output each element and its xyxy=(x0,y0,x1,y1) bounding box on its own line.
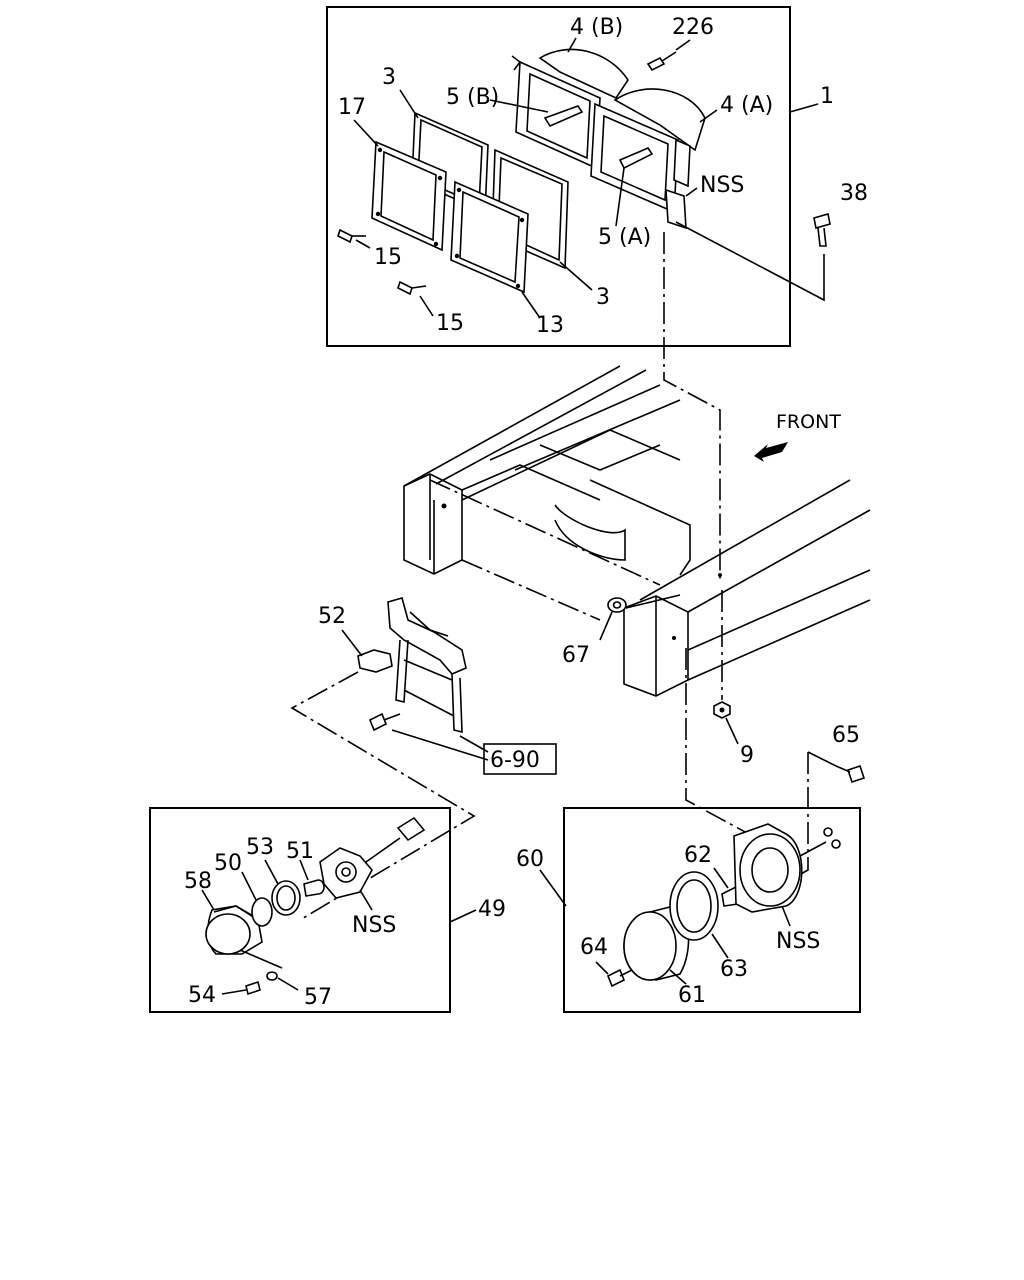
label-65: 65 xyxy=(832,723,860,748)
bracket-assembly xyxy=(341,597,489,761)
label-57: 57 xyxy=(304,985,332,1010)
headlamp-housing-b xyxy=(511,48,629,170)
label-5a: 5 (A) xyxy=(598,225,651,250)
nut-9 xyxy=(713,590,739,745)
screw-15-lower xyxy=(397,280,427,296)
bezel-13 xyxy=(450,180,529,294)
label-5b: 5 (B) xyxy=(446,85,499,110)
label-58: 58 xyxy=(184,869,212,894)
screw-54 xyxy=(221,980,261,996)
turn-lamp-gasket-63 xyxy=(669,871,719,941)
label-226: 226 xyxy=(672,15,714,40)
label-3-lower: 3 xyxy=(596,285,610,310)
label-15-upper: 15 xyxy=(374,245,402,270)
label-front: FRONT xyxy=(776,411,841,433)
label-13: 13 xyxy=(536,313,564,338)
turn-lamp-box xyxy=(539,807,861,1013)
label-49: 49 xyxy=(478,897,506,922)
callout-labels: 1 3 3 4 (A) 4 (B) 5 (A) 5 (B) 9 13 15 15… xyxy=(184,15,868,1010)
front-arrow-icon xyxy=(754,442,788,462)
side-lamp-socket xyxy=(319,816,426,899)
screw-15-upper xyxy=(337,228,366,244)
label-17: 17 xyxy=(338,95,366,120)
headlamp-assembly-box xyxy=(326,6,819,347)
reference-box-6-90 xyxy=(483,743,557,775)
chassis-frame xyxy=(403,365,871,697)
bezel-17 xyxy=(371,140,447,252)
label-9: 9 xyxy=(740,743,754,768)
label-54: 54 xyxy=(188,983,216,1008)
bolt-38 xyxy=(675,212,831,302)
guide-line-side-lamp xyxy=(290,671,476,921)
label-nss-turn-lamp: NSS xyxy=(776,929,820,954)
turn-lamp-housing xyxy=(733,823,841,913)
headlamp-housing-a xyxy=(590,88,706,230)
label-67: 67 xyxy=(562,643,590,668)
label-6-90: 6-90 xyxy=(490,748,540,773)
label-4a: 4 (A) xyxy=(720,93,773,118)
guide-line-headlamp xyxy=(663,232,721,580)
side-lamp-gasket-53 xyxy=(271,880,301,916)
label-3-upper: 3 xyxy=(382,65,396,90)
guide-line-turn-lamp xyxy=(685,648,761,841)
label-50: 50 xyxy=(214,851,242,876)
label-nss-side-lamp: NSS xyxy=(352,913,396,938)
side-lamp-lens-58 xyxy=(205,905,263,955)
washer-57 xyxy=(266,971,299,991)
label-38: 38 xyxy=(840,181,868,206)
nut-67 xyxy=(599,597,627,641)
label-63: 63 xyxy=(720,957,748,982)
label-61: 61 xyxy=(678,983,706,1008)
label-nss-headlamp: NSS xyxy=(700,173,744,198)
label-53: 53 xyxy=(246,835,274,860)
side-lamp-bulb-51 xyxy=(303,879,325,897)
bolt-226 xyxy=(646,51,677,72)
label-4b: 4 (B) xyxy=(570,15,623,40)
screw-64 xyxy=(606,968,633,988)
label-51: 51 xyxy=(286,839,314,864)
label-15-lower: 15 xyxy=(436,311,464,336)
label-1: 1 xyxy=(820,84,834,109)
side-lamp-box xyxy=(149,807,477,1013)
label-52: 52 xyxy=(318,604,346,629)
label-64: 64 xyxy=(580,935,608,960)
side-lamp-packing-50 xyxy=(251,897,273,927)
label-60: 60 xyxy=(516,847,544,872)
bolt-65 xyxy=(789,751,866,881)
label-62: 62 xyxy=(684,843,712,868)
